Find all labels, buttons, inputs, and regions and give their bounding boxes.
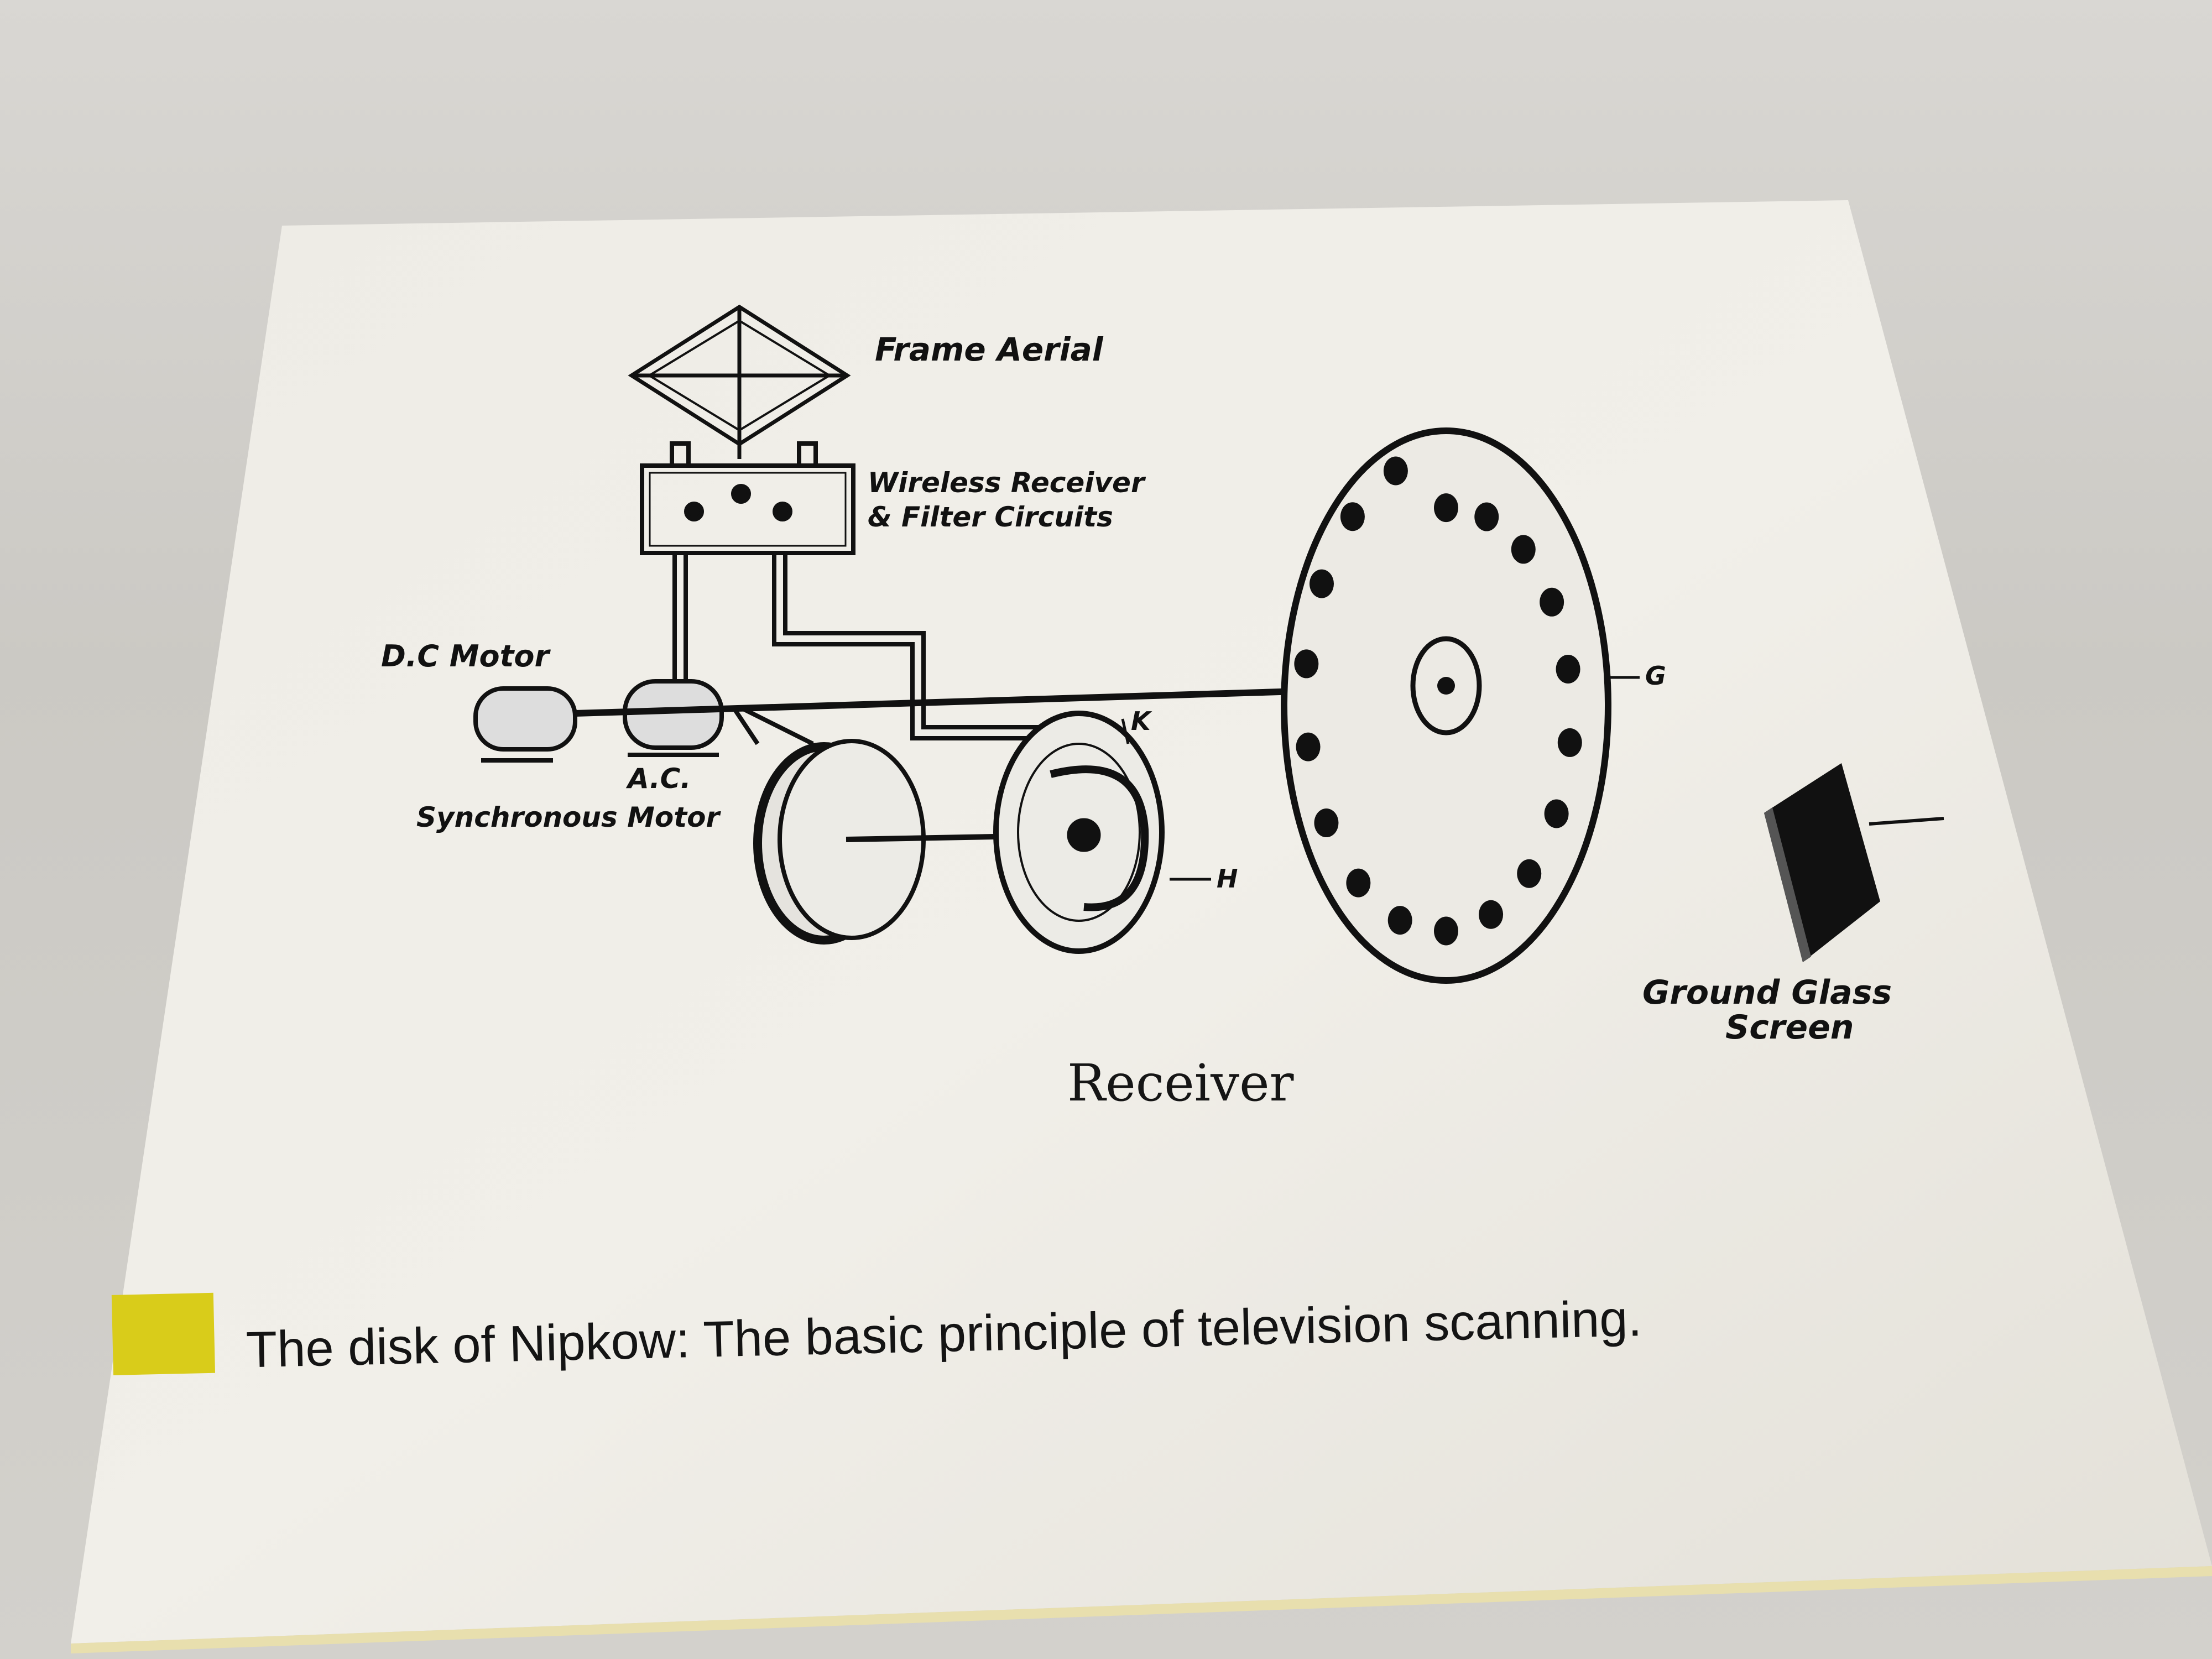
nipkow-hole <box>1517 859 1542 888</box>
frame-aerial-label: Frame Aerial <box>875 331 1104 368</box>
synchronous-motor-label: Synchronous Motor <box>416 801 722 833</box>
nipkow-hole <box>1540 587 1564 617</box>
dc-motor-label: D.C Motor <box>381 639 551 674</box>
label-h: H <box>1217 864 1238 894</box>
nipkow-hole <box>1383 456 1408 486</box>
drive-shaft <box>575 688 1298 717</box>
ac-motor-label: A.C. <box>625 763 691 795</box>
nipkow-hole <box>1294 649 1319 679</box>
nipkow-hole <box>1296 732 1321 761</box>
nipkow-hole <box>1511 535 1536 564</box>
filter-circuits-label: & Filter Circuits <box>868 501 1113 533</box>
wheel-h-icon <box>993 711 1211 954</box>
nipkow-hole <box>1310 569 1334 598</box>
screen-label: Screen <box>1725 1008 1854 1047</box>
nipkow-hole <box>1434 916 1458 946</box>
ground-glass-screen-icon <box>1764 763 1944 962</box>
nipkow-hole <box>1387 906 1412 935</box>
nipkow-hole <box>1474 502 1499 531</box>
placard-card <box>71 200 2212 1644</box>
placard-edge <box>71 1566 2212 1653</box>
label-k: K <box>1131 706 1152 736</box>
nipkow-hole <box>1544 799 1569 828</box>
drive-belt <box>733 706 814 746</box>
nipkow-hole <box>1340 502 1365 531</box>
nipkow-disk <box>1281 427 1640 984</box>
nipkow-hole <box>1346 868 1371 898</box>
nipkow-hole <box>1479 900 1504 929</box>
ac-synchronous-motor-icon <box>623 679 724 757</box>
wireless-receiver-icon <box>640 441 1051 740</box>
frame-aerial-icon <box>628 304 851 459</box>
nipkow-hole <box>1314 808 1339 838</box>
nipkow-hole <box>1556 655 1580 684</box>
caption-marker <box>111 1292 216 1375</box>
ground-glass-label: Ground Glass <box>1642 973 1892 1012</box>
nipkow-hole <box>1434 493 1458 523</box>
wireless-receiver-label: Wireless Receiver <box>868 467 1146 499</box>
label-g: G <box>1645 661 1666 691</box>
diagram-title: Receiver <box>1067 1053 1294 1113</box>
dc-motor-icon <box>473 686 577 763</box>
nipkow-hole <box>1557 728 1582 757</box>
